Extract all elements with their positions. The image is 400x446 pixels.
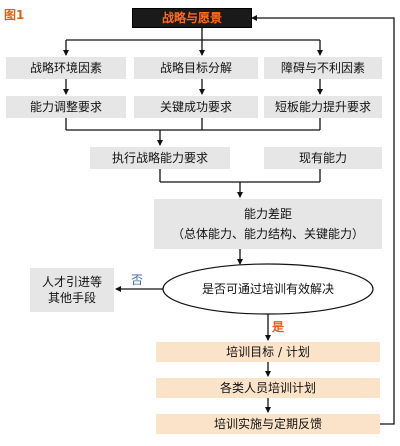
node-capability-adjust: 能力调整要求 — [6, 96, 126, 118]
connector — [251, 15, 395, 425]
node-other-means: 人才引进等 其他手段 — [30, 268, 114, 312]
node-env-factors: 战略环境因素 — [6, 57, 126, 79]
node-capability-gap: 能力差距 （总体能力、能力结构、关键能力） — [154, 199, 382, 249]
node-training-goal: 培训目标 / 计划 — [156, 342, 380, 362]
node-key-success: 关键成功要求 — [134, 96, 258, 118]
node-strategy-vision: 战略与愿景 — [132, 8, 252, 28]
figure-label: 图1 — [4, 8, 25, 22]
branch-no-label: 否 — [131, 273, 144, 287]
talent-line-1: 人才引进等 — [41, 275, 102, 289]
talent-line-2: 其他手段 — [47, 291, 96, 305]
decision-ellipse — [162, 263, 374, 315]
node-existing-capability: 现有能力 — [264, 147, 382, 169]
branch-yes-label: 是 — [272, 320, 285, 334]
node-staff-plan: 各类人员培训计划 — [156, 378, 380, 398]
node-shortboard: 短板能力提升要求 — [264, 96, 382, 118]
node-decision: 是否可通过培训有效解决 — [201, 282, 334, 296]
node-execute-capability: 执行战略能力要求 — [90, 147, 230, 169]
gap-title: 能力差距 — [243, 207, 292, 221]
node-implementation: 培训实施与定期反馈 — [156, 414, 380, 434]
node-obstacles: 障碍与不利因素 — [264, 57, 382, 79]
gap-detail: （总体能力、能力结构、关键能力） — [171, 227, 364, 241]
node-goal-decompose: 战略目标分解 — [134, 57, 258, 79]
